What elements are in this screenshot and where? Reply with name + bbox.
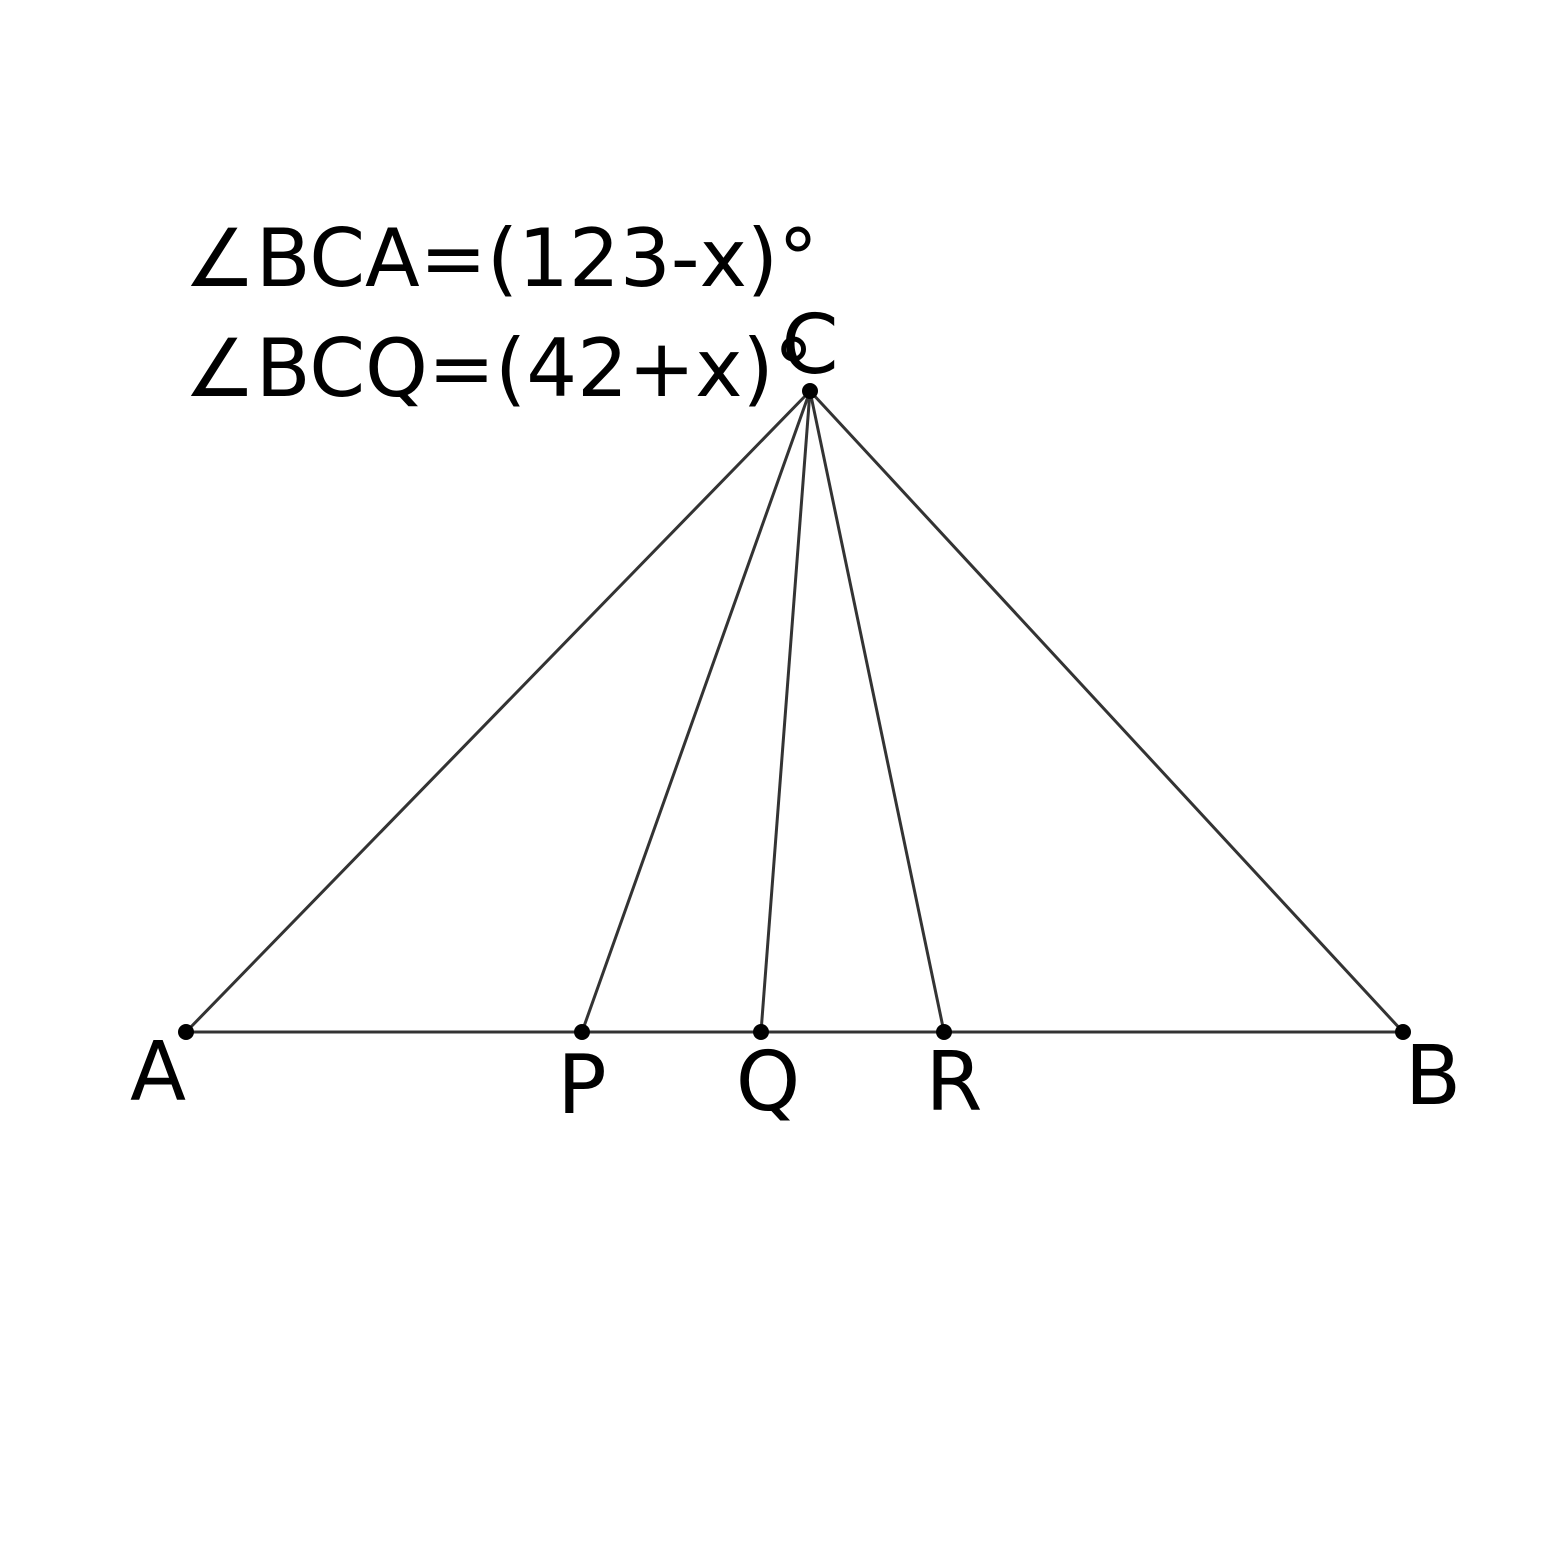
point-b [1395,1024,1411,1040]
point-r [936,1024,952,1040]
segment-ac [184,389,812,1034]
label-r: R [926,1035,983,1130]
label-p: P [557,1038,606,1133]
point-p [574,1024,590,1040]
segment-bc [808,389,1405,1034]
angle-bca-annotation: ∠BCA=(123-x)° [184,212,818,305]
angle-bcq-annotation: ∠BCQ=(42+x)° [184,322,814,415]
label-q: Q [736,1035,801,1130]
point-c [802,383,818,399]
segment-cq [759,390,812,1033]
point-a [178,1024,194,1040]
label-c: C [781,298,838,393]
segment-cp [580,390,812,1033]
label-a: A [130,1025,186,1120]
point-q [753,1024,769,1040]
segment-cr [808,390,946,1033]
label-b: B [1405,1029,1461,1124]
